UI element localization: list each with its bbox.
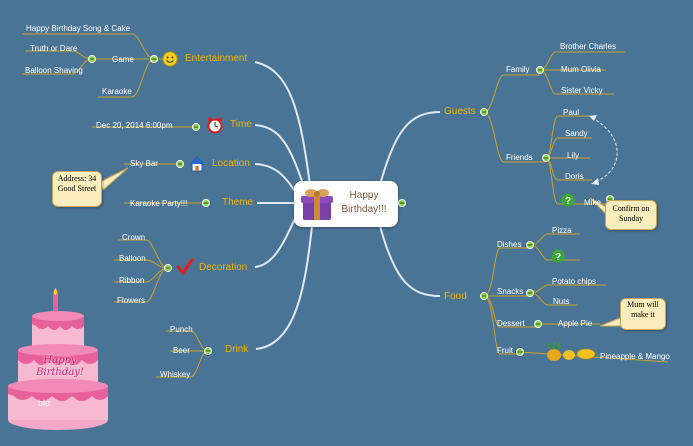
time-value[interactable]: Dec 20, 2014 6:00pm [96,121,173,130]
location-value[interactable]: Sky Bar [130,159,159,168]
cake-tag: blo [38,398,51,408]
item-balloon-shaving[interactable]: Balloon Shaving [25,66,83,75]
link-food [379,225,441,297]
topic-guests[interactable]: Guests [444,106,476,117]
alarm-clock-icon [207,117,223,134]
link-time [254,124,306,191]
snack-nuts[interactable]: Nuts [553,297,570,306]
item-karaoke[interactable]: Karaoke [102,87,132,96]
mum-callout-text: Mum will make it [627,300,659,319]
fruit-icon [547,342,596,361]
svg-text:?: ? [565,196,571,207]
svg-text:?: ? [555,252,561,263]
topic-location[interactable]: Location [212,158,250,169]
food-dessert[interactable]: Dessert [497,319,525,328]
theme-value[interactable]: Karaoke Party!!! [130,199,188,208]
drink-whiskey[interactable]: Whiskey [160,370,191,379]
topic-theme[interactable]: Theme [222,197,254,208]
item-birthday-song[interactable]: Happy Birthday Song & Cake [26,24,131,33]
friend-mike[interactable]: Mike [584,198,601,207]
item-game[interactable]: Game [112,55,134,64]
family-mum-olivia[interactable]: Mum Olivia [561,65,602,74]
link-entertainment [254,61,311,186]
topic-decoration[interactable]: Decoration [199,262,248,273]
cake-text: Happy Birthday! [36,355,84,378]
birthday-cake-icon [8,288,108,430]
question-icon: ? [561,193,575,207]
fruit-pineapple-mango[interactable]: Pineapple & Mango [600,352,670,361]
gift-box-icon [301,189,333,220]
friend-paul[interactable]: Paul [563,108,580,117]
dessert-apple-pie[interactable]: Apple Pie [558,319,593,328]
decoration-ribbon[interactable]: Ribbon [119,276,145,285]
address-callout[interactable]: Address: 34 Good Street [52,171,102,207]
checkmark-icon [176,258,194,276]
drink-beer[interactable]: Beer [173,346,190,355]
dish-pizza[interactable]: Pizza [552,226,572,235]
smiley-icon [162,51,178,67]
house-icon [189,156,205,172]
guests-friends[interactable]: Friends [506,153,533,162]
friend-sandy[interactable]: Sandy [565,129,588,138]
food-dishes[interactable]: Dishes [497,240,522,249]
decoration-balloon[interactable]: Balloon [119,254,146,263]
mum-callout[interactable]: Mum will make it [620,298,666,330]
topic-time[interactable]: Time [230,119,252,130]
drink-punch[interactable]: Punch [170,325,193,334]
central-topic[interactable]: Happy Birthday!!! [294,181,398,227]
friend-lily[interactable]: Lily [567,151,580,160]
confirm-callout[interactable]: Confirm on Sunday [605,200,657,230]
question-icon: ? [551,249,565,263]
central-topic-label: Happy Birthday!!! [341,190,387,215]
confirm-callout-text: Confirm on Sunday [612,204,650,223]
family-brother-charles[interactable]: Brother Charles [560,42,617,51]
snack-potato-chips[interactable]: Potato chips [552,277,597,286]
guests-family[interactable]: Family [506,65,530,74]
food-fruit[interactable]: Fruit [497,346,513,355]
topic-entertainment[interactable]: Entertainment [185,53,248,64]
decoration-crown[interactable]: Crown [122,233,146,242]
relation-arrow [591,117,618,183]
decoration-flowers[interactable]: Flowers [117,296,146,305]
link-guests [379,111,441,186]
friend-doris[interactable]: Doris [565,172,584,181]
food-snacks[interactable]: Snacks [497,287,524,296]
link-drink [255,225,313,350]
topic-drink[interactable]: Drink [225,344,249,355]
address-callout-text: Address: 34 Good Street [57,174,97,193]
item-truth-or-dare[interactable]: Truth or Dare [30,44,78,53]
topic-food[interactable]: Food [444,291,467,302]
family-sister-vicky[interactable]: Sister Vicky [561,86,603,95]
